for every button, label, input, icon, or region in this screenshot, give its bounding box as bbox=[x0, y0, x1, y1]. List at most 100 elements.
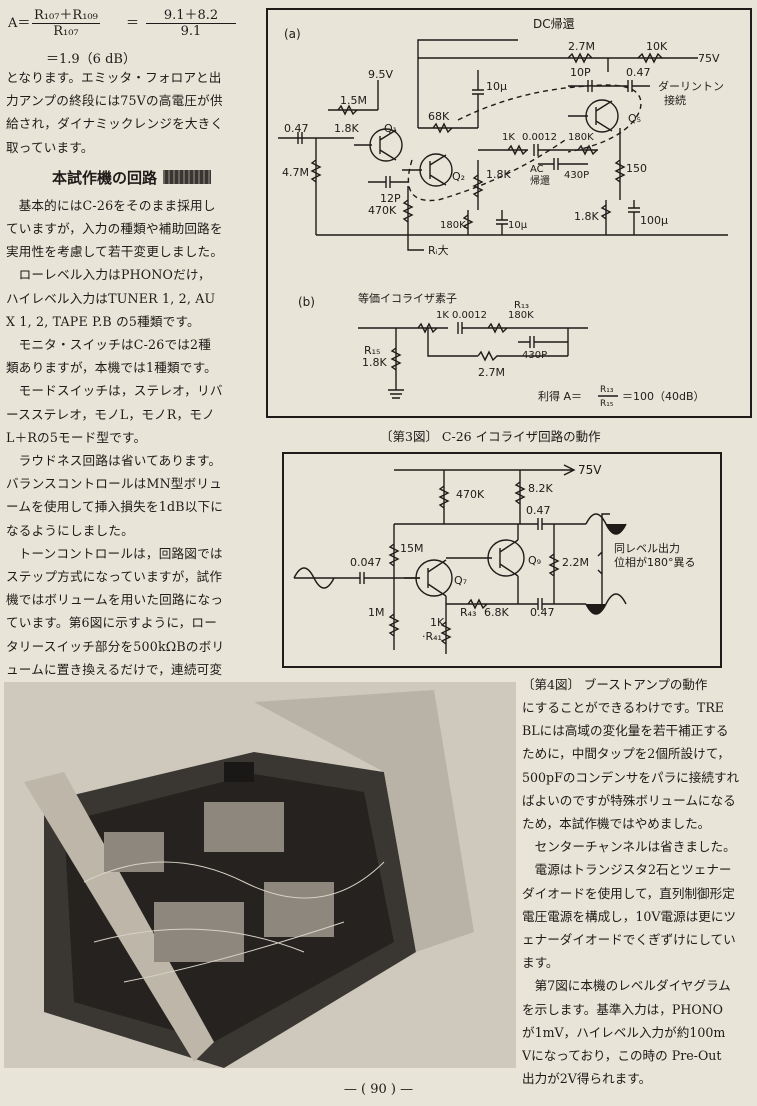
fig4-r-6-8k: 6.8K bbox=[484, 606, 509, 619]
fig4-r-15m: 15M bbox=[400, 542, 424, 555]
fig3-ac-fb: AC bbox=[530, 164, 544, 175]
fig3-q2: Q₂ bbox=[452, 170, 465, 183]
fig4-wave-bottom-fill bbox=[586, 604, 606, 614]
fig3-ri: Rᵢ大 bbox=[428, 243, 449, 257]
fig3-r-2-7m: 2.7M bbox=[568, 40, 595, 53]
left-body: となります。エミッタ・フォロアと出 力アンプの終段には75Vの高電圧が供 給され… bbox=[6, 66, 246, 681]
fig3-75v: 75V bbox=[698, 52, 720, 65]
fig4-q9: Q₉ bbox=[528, 554, 541, 567]
fig3-r-180k: 180K bbox=[568, 132, 594, 143]
figure-3-equalizer-schematic: (a) DC帰還 2.7M 10K 75V 10P 0.47 ダーリントン 接続… bbox=[266, 8, 752, 418]
right-para-4: 第7図に本機のレベルダイヤグラム を示します。基準入力は，PHONO が1mV，… bbox=[522, 978, 731, 1087]
fig3-gain-value: ＝100（40dB） bbox=[622, 390, 705, 403]
figure-4-boost-amp-schematic: 75V 470K 8.2K 0.47 0.047 15M Q₇ Q₉ 2.2M … bbox=[282, 452, 722, 668]
formula-frac1: R₁₀₇＋R₁₀₉ R₁₀₇ bbox=[32, 4, 100, 39]
fig4-c-047-bottom: 0.47 bbox=[530, 606, 555, 619]
fig3-r-1k: 1K bbox=[502, 132, 515, 143]
photo-side-panel bbox=[254, 690, 474, 952]
fig3-c-10p: 10P bbox=[570, 66, 591, 79]
fig3-b-title: 等価イコライザ素子 bbox=[358, 291, 457, 305]
fig3-9-5v: 9.5V bbox=[368, 68, 393, 81]
para-3: ローレベル入力はPHONOだけ， ハイレベル入力はTUNER 1, 2, AU … bbox=[6, 267, 216, 329]
fig3-darlington-2: 接続 bbox=[664, 93, 686, 107]
fig4-c-0047: 0.047 bbox=[350, 556, 382, 569]
fig3-c-100u: 100μ bbox=[640, 214, 668, 227]
heading-ornament bbox=[163, 170, 212, 185]
fig3-c-430p: 430P bbox=[564, 170, 589, 181]
figure-3-caption: 〔第3図〕 C-26 イコライザ回路の動作 bbox=[380, 429, 601, 444]
fig3-r-1-8k-2: 1.8K bbox=[486, 168, 511, 181]
fig3-r-470k: 470K bbox=[368, 204, 397, 217]
fig3-c-12p: 12P bbox=[380, 192, 401, 205]
formula-result: ＝1.9（6 dB） bbox=[46, 52, 136, 67]
left-column: A＝ R₁₀₇＋R₁₀₉ R₁₀₇ ＝ 9.1＋8.2 9.1 ＝1.9（6 d… bbox=[6, 4, 246, 681]
fig4-r-8-2k: 8.2K bbox=[528, 482, 553, 495]
right-para-1: にすることができるわけです。TRE BLには高域の変化量を若干補正する ために，… bbox=[522, 700, 740, 832]
fig3-label-a: (a) bbox=[284, 27, 301, 41]
para-4: モニタ・スイッチはC-26では2種 類ありますが，本機では1種類です。 bbox=[6, 337, 217, 376]
fig3-b-1-8k: 1.8K bbox=[362, 356, 387, 369]
fig3-ac-fb-2: 帰還 bbox=[530, 174, 550, 187]
photo-front-panel bbox=[24, 772, 214, 1062]
chassis-photo bbox=[4, 682, 516, 1068]
figure-4-caption: 〔第4図〕 ブーストアンプの動作 bbox=[522, 677, 708, 692]
fig3-c-047: 0.47 bbox=[284, 122, 309, 135]
fig4-phase: 位相が180°異る bbox=[614, 555, 696, 569]
fig3-label-b: (b) bbox=[298, 295, 315, 309]
fig3-r-150: 150 bbox=[626, 162, 647, 175]
gain-formula: A＝ R₁₀₇＋R₁₀₉ R₁₀₇ ＝ 9.1＋8.2 9.1 ＝1.9（6 d… bbox=[6, 4, 246, 67]
fig4-q7: Q₇ bbox=[454, 574, 467, 587]
formula-eq: ＝ bbox=[126, 16, 140, 31]
fig4-same-level: 同レベル出力 bbox=[614, 541, 680, 555]
formula-frac2: 9.1＋8.2 9.1 bbox=[146, 4, 236, 39]
fig3-b-1k: 1K bbox=[436, 310, 449, 321]
fig3-r-68k: 68K bbox=[428, 110, 450, 123]
fig3-r-4-7m: 4.7M bbox=[282, 166, 309, 179]
fig3-c-00012: 0.0012 bbox=[522, 132, 557, 143]
fig3-b-00012: 0.0012 bbox=[452, 310, 487, 321]
fig4-r41: ·R₄₁ bbox=[422, 630, 442, 643]
fig3-r-10k: 10K bbox=[646, 40, 668, 53]
fig3-darlington: ダーリントン bbox=[658, 79, 724, 93]
formula-a: A＝ bbox=[8, 16, 31, 31]
fig3-c-10u: 10μ bbox=[486, 80, 507, 93]
fig3-dc-feedback: DC帰還 bbox=[533, 17, 575, 31]
figure-3-svg: (a) DC帰還 2.7M 10K 75V 10P 0.47 ダーリントン 接続… bbox=[278, 17, 728, 409]
fig3-c-10u-2: 10μ bbox=[508, 220, 528, 231]
photo-wiring bbox=[83, 861, 385, 983]
para-2: 基本的にはC-26をそのまま採用し ていますが，入力の種類や補助回路を 実用性を… bbox=[6, 197, 224, 260]
fig3-gain-num: R₁₃ bbox=[600, 385, 614, 395]
fig4-r-1m: 1M bbox=[368, 606, 385, 619]
fig3-gain-label: 利得 A＝ bbox=[538, 390, 582, 403]
fig4-r43: R₄₃ bbox=[460, 606, 476, 619]
fig4-c-047-top: 0.47 bbox=[526, 504, 551, 517]
fig3-q1: Q₁ bbox=[384, 122, 397, 135]
fig3-r-1-5m: 1.5M bbox=[340, 94, 367, 107]
figure-4-svg: 75V 470K 8.2K 0.47 0.047 15M Q₇ Q₉ 2.2M … bbox=[293, 463, 696, 654]
para-6: ラウドネス回路は省いてあります。 バランスコントロールはMN型ボリュ ームを使用… bbox=[6, 453, 224, 538]
para-5: モードスイッチは，ステレオ，リバ ースステレオ，モノL，モノR，モノ L＋Rの5… bbox=[6, 383, 223, 445]
right-para-2: センターチャンネルは省きました。 bbox=[534, 839, 736, 855]
fig3-r-1-8k-3: 1.8K bbox=[574, 210, 599, 223]
fig3-b-2-7m: 2.7M bbox=[478, 366, 505, 379]
right-para-3: 電源はトランジスタ2石とツェナー ダイオードを使用して，直列制御形定 電圧電源を… bbox=[522, 862, 737, 971]
right-column: にすることができるわけです。TRE BLには高域の変化量を若干補正する ために，… bbox=[522, 696, 754, 1090]
fig3-q5: Q₅ bbox=[628, 112, 641, 125]
fig3-b-r13: R₁₃ bbox=[514, 300, 529, 311]
section-heading: 本試作機の回路 bbox=[52, 167, 246, 188]
fig3-r-1-8k: 1.8K bbox=[334, 122, 359, 135]
fig4-r-1k: 1K bbox=[430, 616, 445, 629]
fig3-b-430p: 430P bbox=[522, 350, 547, 361]
page-number: — ( 90 ) — bbox=[343, 1082, 414, 1097]
fig3-c-047-top: 0.47 bbox=[626, 66, 651, 79]
para-7: トーンコントロールは，回路図では ステップ方式になっていますが，試作 機ではボリ… bbox=[6, 545, 225, 677]
fig4-r-470k: 470K bbox=[456, 488, 485, 501]
fig3-b-r15: R₁₅ bbox=[364, 344, 380, 357]
fig4-75v: 75V bbox=[578, 463, 602, 477]
fig3-r-180k-2: 180K bbox=[440, 220, 466, 231]
fig3-gain-den: R₁₅ bbox=[600, 399, 614, 409]
fig4-r-2-2m: 2.2M bbox=[562, 556, 589, 569]
fig3-b-180k: 180K bbox=[508, 310, 534, 321]
para-1: となります。エミッタ・フォロアと出 力アンプの終段には75Vの高電圧が供 給され… bbox=[6, 70, 224, 155]
fig4-wave-top-fill bbox=[606, 524, 626, 534]
